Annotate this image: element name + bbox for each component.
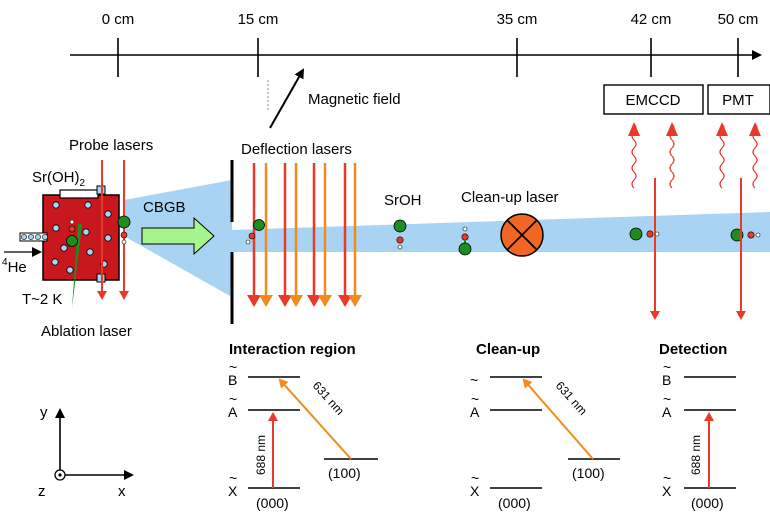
y-axis-label: y <box>40 404 48 421</box>
svg-text:~: ~ <box>229 391 237 407</box>
wavelength-688-label: 688 nm <box>254 435 268 475</box>
tick-label-15cm: 15 cm <box>238 11 279 28</box>
deflection-lasers-label: Deflection lasers <box>241 141 352 158</box>
cbgb-label: CBGB <box>143 199 186 216</box>
helium-label: 4He <box>2 257 27 276</box>
z-axis-label: z <box>38 483 46 500</box>
sroh-label: SrOH <box>384 192 422 209</box>
svg-text:~: ~ <box>470 372 478 388</box>
pmt-label: PMT <box>722 92 754 109</box>
tick-label-0cm: 0 cm <box>102 11 135 28</box>
tick-label-35cm: 35 cm <box>497 11 538 28</box>
vibrational-000-label: (000) <box>256 495 289 511</box>
emccd-label: EMCCD <box>626 92 681 109</box>
wavelength-631-label: 631 nm <box>310 379 347 418</box>
cbgb-arrow: CBGB <box>141 199 215 256</box>
interaction-region-title: Interaction region <box>229 341 356 358</box>
cleanup-vibrational-100-label: (100) <box>572 465 605 481</box>
cleanup-title: Clean-up <box>476 341 540 358</box>
ablation-laser-label: Ablation laser <box>41 323 132 340</box>
probe-lasers-label: Probe lasers <box>69 137 153 154</box>
svg-text:~: ~ <box>663 391 671 407</box>
svg-text:~: ~ <box>663 470 671 486</box>
svg-text:~: ~ <box>663 359 671 375</box>
svg-text:~: ~ <box>471 470 479 486</box>
detection-wavelength-688-label: 688 nm <box>689 435 703 475</box>
detection-title: Detection <box>659 341 727 358</box>
emccd-detector: EMCCD <box>603 84 704 115</box>
levels-cleanup: Clean-up ~ A ~ X ~ 631 nm (100) (000) <box>470 341 620 511</box>
probe-molecule <box>117 215 131 245</box>
svg-text:~: ~ <box>229 359 237 375</box>
sroh2-target <box>59 189 99 199</box>
magnetic-field-indicator: Magnetic field <box>267 68 401 129</box>
detection-molecule-emccd <box>629 227 660 241</box>
cleanup-vibrational-000-label: (000) <box>498 495 531 511</box>
x-axis-label: x <box>118 483 126 500</box>
detection-vibrational-000-label: (000) <box>691 495 724 511</box>
source-molecule <box>66 219 78 247</box>
magnetic-field-label: Magnetic field <box>308 91 401 108</box>
detection-level-b-label: B <box>662 372 671 388</box>
cleanup-level-x-label: X <box>470 483 480 499</box>
pmt-detector: PMT <box>707 84 770 115</box>
deflection-molecule <box>245 219 265 245</box>
tick-label-50cm: 50 cm <box>718 11 759 28</box>
ablation-laser <box>72 224 82 308</box>
sroh2-label: Sr(OH)2 <box>32 169 86 189</box>
levels-detection: Detection B ~ A ~ X ~ 688 nm (000) <box>659 341 736 511</box>
detection-level-x-label: X <box>662 483 672 499</box>
temperature-label: T~2 K <box>22 291 62 308</box>
probe-lasers <box>97 160 129 300</box>
svg-text:~: ~ <box>471 391 479 407</box>
tick-label-42cm: 42 cm <box>631 11 672 28</box>
position-axis: 0 cm 15 cm 35 cm 42 cm 50 cm <box>70 11 762 77</box>
tumbling-molecule <box>458 226 472 256</box>
sroh-molecule <box>393 219 407 250</box>
level-x-label: X <box>228 483 238 499</box>
cleanup-wavelength-631-label: 631 nm <box>553 379 590 418</box>
vibrational-100-label: (100) <box>328 465 361 481</box>
cleanup-level-a-label: A <box>470 404 480 420</box>
cleanup-laser-label: Clean-up laser <box>461 189 559 206</box>
cleanup-laser-icon <box>500 213 544 257</box>
magnetic-field-arrow <box>269 68 304 129</box>
svg-text:~: ~ <box>229 470 237 486</box>
level-a-label: A <box>228 404 238 420</box>
level-b-label: B <box>228 372 237 388</box>
levels-interaction-region: Interaction region B ~ A ~ X ~ 688 nm 63… <box>228 341 378 511</box>
buffer-gas-cell <box>42 185 120 283</box>
helium-inlet: 4He <box>2 232 48 276</box>
detection-lasers <box>650 178 746 320</box>
deflection-lasers <box>247 163 362 307</box>
fluorescence-photons <box>628 122 761 189</box>
coordinate-axes: y x z <box>38 404 134 500</box>
detection-level-a-label: A <box>662 404 672 420</box>
